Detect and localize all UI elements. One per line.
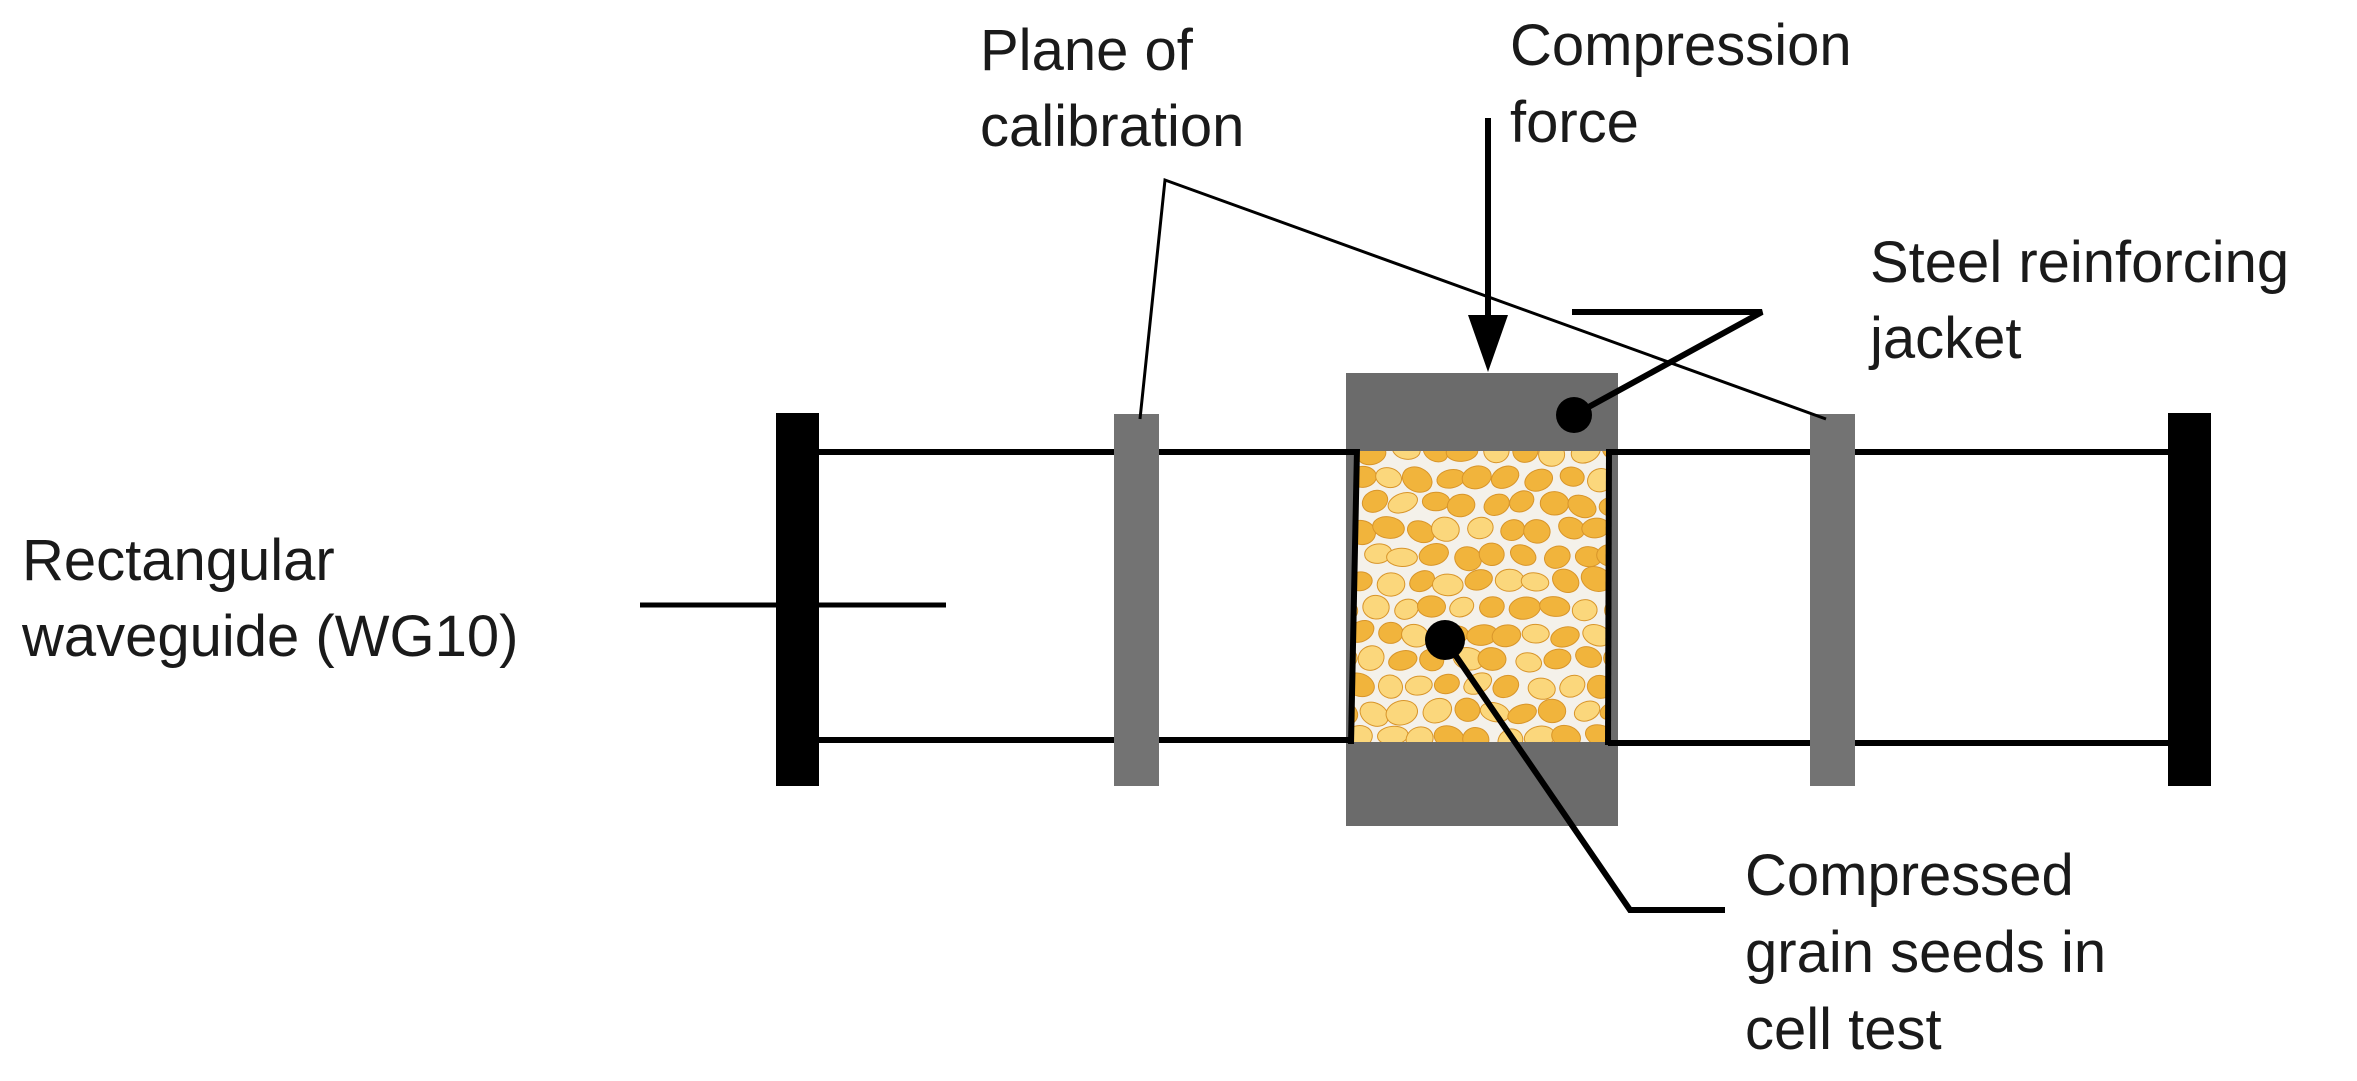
grain-seed — [1409, 570, 1435, 593]
grain-seed — [1507, 703, 1537, 725]
right-end-flange — [2168, 413, 2211, 786]
grain-seed — [1422, 697, 1453, 724]
grain-seed — [1417, 595, 1446, 618]
grain-seed — [1483, 493, 1510, 516]
grain-seed — [1351, 644, 1358, 670]
steel-jacket-label: Steel reinforcing jacket — [1868, 230, 2305, 371]
grain-seed — [1432, 573, 1464, 597]
grain-seed — [1461, 465, 1492, 490]
grain-seed — [1581, 517, 1609, 539]
grain-seed — [1575, 646, 1603, 668]
grain-seed — [1406, 520, 1436, 544]
grain-seed — [1603, 646, 1609, 670]
grain-seed — [1492, 674, 1520, 699]
grain-seed — [1551, 724, 1581, 742]
grain-seed — [1596, 543, 1609, 568]
grain-seed — [1494, 568, 1525, 592]
jacket-marker-dot — [1556, 397, 1592, 433]
grain-seed — [1538, 451, 1566, 467]
grain-seed — [1582, 624, 1609, 647]
grain-seed — [1445, 451, 1479, 462]
grain-seed — [1376, 572, 1406, 597]
grain-seed — [1422, 451, 1449, 463]
grain-seed — [1449, 596, 1475, 618]
grain-seed — [1520, 572, 1550, 592]
grain-seed — [1418, 543, 1449, 566]
grain-seed — [1454, 697, 1481, 722]
grain-seed — [1567, 494, 1597, 519]
sample-right-edge — [1605, 448, 1612, 746]
grain-seed — [1539, 596, 1571, 617]
grain-seed — [1490, 465, 1520, 489]
grain-seed — [1386, 547, 1418, 568]
compression-force-arrowhead — [1468, 315, 1508, 372]
grain-seed — [1500, 519, 1526, 542]
grain-seed — [1404, 675, 1433, 696]
left-end-flange — [776, 413, 819, 786]
grain-seed — [1433, 673, 1460, 695]
grain-seed — [1477, 647, 1507, 671]
grain-seed — [1552, 568, 1580, 593]
grain-seed — [1375, 467, 1403, 489]
grain-seed — [1524, 468, 1554, 492]
compression-force-label: Compression force — [1510, 13, 1868, 155]
grain-seed — [1388, 650, 1418, 671]
grain-seed — [1351, 725, 1373, 742]
jacket-leader-line — [1572, 309, 1764, 418]
grain-seed — [1421, 491, 1451, 512]
grain-seed — [1543, 545, 1571, 569]
grain-seed — [1359, 701, 1389, 727]
sample-left-edge — [1348, 448, 1360, 745]
grain-seed — [1467, 516, 1494, 540]
grain-seed — [1570, 451, 1601, 464]
seeds-marker-dot — [1425, 620, 1465, 660]
seeds-leader-line — [1442, 638, 1725, 913]
grain-seed — [1433, 725, 1465, 742]
grain-seed — [1446, 493, 1476, 518]
grain-seed — [1527, 677, 1556, 700]
grain-seed — [1431, 516, 1460, 542]
calibration-leader-lines — [1138, 177, 1827, 421]
plane-of-calibration-label: Plane of calibration — [980, 18, 1244, 159]
grain-seed — [1361, 489, 1389, 513]
grain-seed — [1362, 594, 1390, 620]
grain-seed — [1559, 674, 1586, 698]
grain-seed — [1377, 674, 1404, 699]
grain-seed — [1464, 569, 1493, 591]
calibration-plane-right — [1810, 414, 1855, 786]
grain-seed — [1559, 466, 1585, 487]
grain-seed — [1372, 516, 1405, 539]
grain-seed — [1491, 624, 1522, 648]
grain-seed — [1543, 648, 1572, 670]
grain-seed-sample — [1351, 451, 1609, 742]
grain-seed — [1515, 652, 1543, 673]
grain-seed — [1537, 698, 1567, 724]
grain-seed — [1523, 519, 1551, 544]
grain-seed — [1387, 492, 1418, 514]
grain-seed — [1405, 726, 1434, 742]
grain-seed — [1509, 544, 1537, 566]
grain-seed — [1478, 542, 1505, 567]
calibration-plane-left — [1114, 414, 1159, 786]
grain-seed — [1550, 626, 1580, 648]
grain-seed — [1357, 645, 1385, 671]
grain-seed — [1483, 451, 1510, 464]
grain-seed — [1454, 546, 1482, 572]
rectangular-waveguide-label: Rectangular waveguide (WG10) — [21, 528, 518, 669]
grain-seed — [1580, 566, 1609, 592]
grain-seed — [1521, 623, 1550, 644]
grain-seed — [1539, 491, 1570, 516]
grain-seed — [1401, 466, 1433, 493]
grain-seed — [1462, 727, 1490, 742]
grain-seed — [1571, 599, 1598, 622]
grain-seed — [1573, 700, 1601, 722]
compressed-grain-seeds-label: Compressed grain seeds in cell test — [1745, 843, 2122, 1062]
grain-seed — [1385, 700, 1418, 726]
grain-seed — [1391, 451, 1421, 460]
grain-seed — [1509, 490, 1535, 513]
grain-seed — [1512, 451, 1539, 463]
grain-seed — [1351, 700, 1359, 726]
grain-seed — [1479, 596, 1505, 618]
